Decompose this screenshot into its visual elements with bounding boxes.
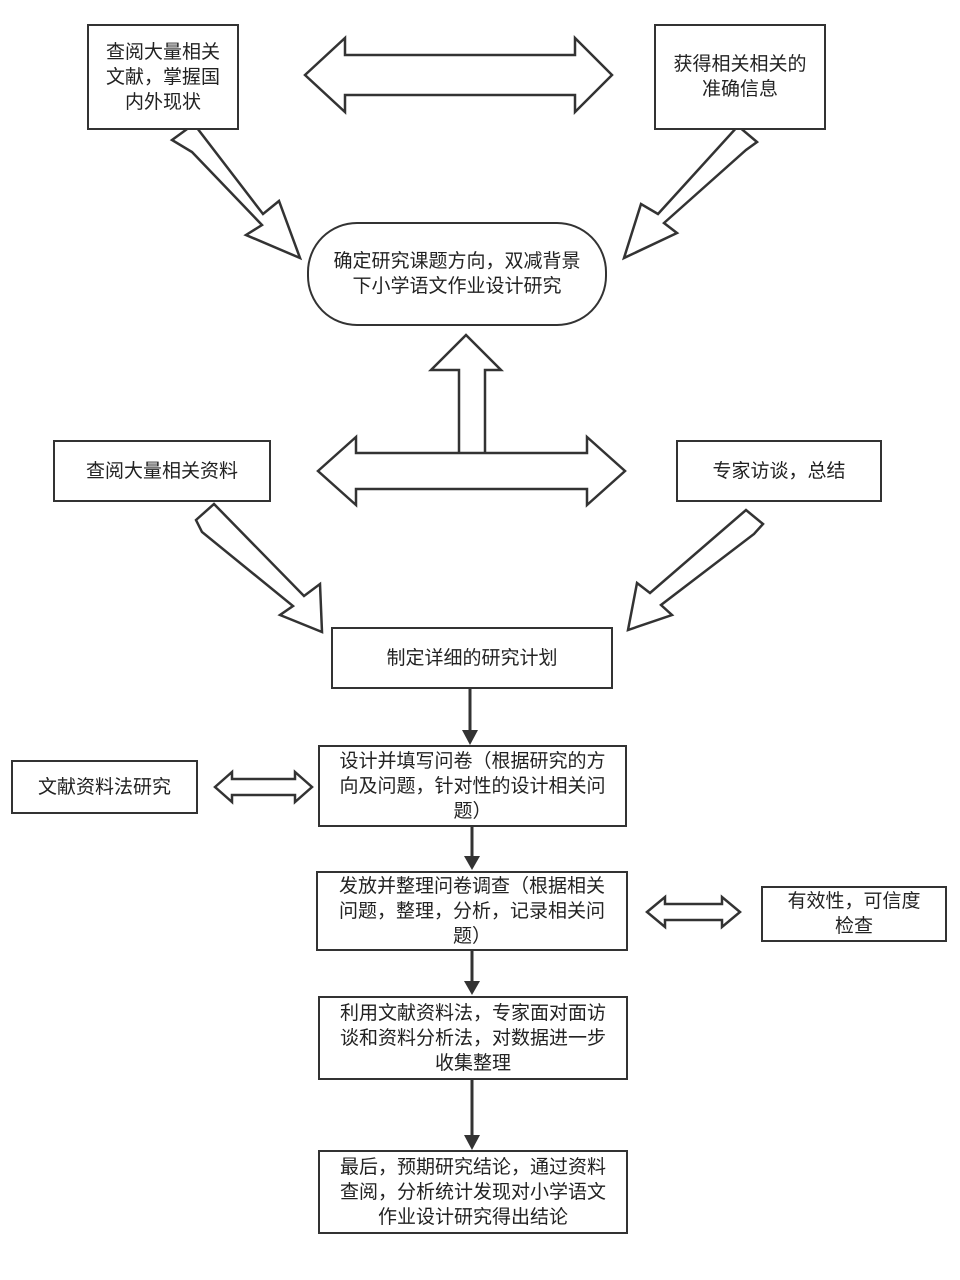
node-lit-review-top-text: 查阅大量相关 文献，掌握国 内外现状 [105,40,220,113]
node-data-collection-text: 利用文献资料法，专家面对面访 谈和资料分析法，对数据进一步 收集整理 [339,1001,606,1074]
node-lit-review-top: 查阅大量相关 文献，掌握国 内外现状 [87,24,239,130]
node-materials-text: 查阅大量相关资料 [85,459,238,482]
node-accurate-info-text: 获得相关相关的 准确信息 [673,53,807,100]
arrow-materials-to-plan [194,502,324,634]
arrow-lit-to-topic [169,122,303,261]
node-questionnaire-survey: 发放并整理问卷调查（根据相关 问题，整理，分析，记录相关问 题） [316,871,628,951]
node-validity-check: 有效性，可信度 检查 [761,886,947,942]
arrow-expert-to-plan [626,508,765,632]
arrow-info-to-topic [621,124,760,261]
double-arrow-validity [645,894,742,930]
node-topic: 确定研究课题方向，双减背景 下小学语文作业设计研究 [307,222,607,326]
double-arrow-top [303,34,614,116]
node-conclusion: 最后，预期研究结论，通过资料 查阅，分析统计发现对小学语文 作业设计研究得出结论 [318,1150,628,1234]
node-data-collection: 利用文献资料法，专家面对面访 谈和资料分析法，对数据进一步 收集整理 [318,996,628,1080]
node-accurate-info: 获得相关相关的 准确信息 [654,24,826,130]
arrowhead-plan-to-design [462,730,478,745]
node-literature-method: 文献资料法研究 [11,760,198,814]
arrow-up-to-topic [427,333,505,457]
node-conclusion-text: 最后，预期研究结论，通过资料 查阅，分析统计发现对小学语文 作业设计研究得出结论 [339,1155,606,1228]
node-expert-interview: 专家访谈，总结 [676,440,882,502]
node-literature-method-text: 文献资料法研究 [37,775,171,798]
arrowhead-collection-to-conclusion [464,1135,480,1150]
node-topic-text: 确定研究课题方向，双减背景 下小学语文作业设计研究 [333,250,581,297]
node-plan: 制定详细的研究计划 [331,627,613,689]
node-questionnaire-design-text: 设计并填写问卷（根据研究的方 向及问题，针对性的设计相关问 题） [339,749,606,822]
node-materials: 查阅大量相关资料 [53,440,271,502]
double-arrow-literature [213,769,314,805]
node-plan-text: 制定详细的研究计划 [386,646,558,669]
double-arrow-middle [316,434,627,508]
node-questionnaire-survey-text: 发放并整理问卷调查（根据相关 问题，整理，分析，记录相关问 题） [338,874,605,947]
node-questionnaire-design: 设计并填写问卷（根据研究的方 向及问题，针对性的设计相关问 题） [318,745,627,827]
arrowhead-survey-to-collection [464,981,480,995]
node-expert-interview-text: 专家访谈，总结 [712,459,846,482]
node-validity-check-text: 有效性，可信度 检查 [787,890,921,937]
arrowhead-design-to-survey [464,856,480,870]
